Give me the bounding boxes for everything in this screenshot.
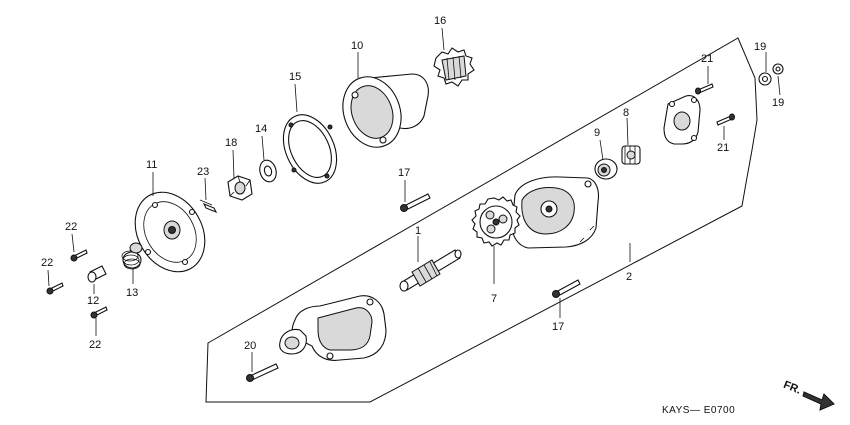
part-2-pump-body[interactable] — [511, 176, 600, 249]
callout-22-lower: 22 — [89, 339, 101, 351]
callout-16: 16 — [434, 15, 446, 27]
callout-19-upper: 19 — [754, 41, 766, 53]
callout-14: 14 — [255, 123, 267, 135]
callout-10: 10 — [351, 40, 363, 52]
callout-11: 11 — [146, 159, 157, 171]
part-13-spring[interactable] — [121, 242, 143, 270]
callout-7: 7 — [491, 293, 497, 305]
part-17-bolt-upper[interactable] — [400, 193, 431, 212]
part-19-washer-lower[interactable] — [772, 63, 784, 75]
callout-17-lower: 17 — [552, 321, 564, 333]
part-8-drive-gear[interactable] — [621, 145, 641, 165]
front-direction-label: FR. — [782, 379, 803, 397]
callout-19-lower: 19 — [772, 97, 784, 109]
part-18-nut[interactable] — [227, 175, 253, 201]
callout-labels: 1 2 7 8 9 10 11 12 13 14 15 16 17 17 18 … — [41, 15, 784, 352]
part-17-bolt-lower[interactable] — [552, 279, 581, 298]
callout-22-upper: 22 — [65, 221, 77, 233]
part-14-washer[interactable] — [257, 158, 278, 183]
drawing-code: KAYS— E0700 — [662, 405, 735, 416]
part-22-bolt-left[interactable] — [46, 282, 64, 295]
callout-15: 15 — [289, 71, 301, 83]
part-1-pump-shaft[interactable] — [399, 249, 462, 292]
callout-2: 2 — [626, 271, 632, 283]
callout-21-lower: 21 — [717, 142, 729, 154]
assembly-frame — [205, 37, 758, 403]
front-arrow-icon — [802, 391, 835, 411]
part-15-gasket[interactable] — [273, 106, 347, 192]
callout-23: 23 — [197, 166, 209, 178]
callout-20: 20 — [244, 340, 256, 352]
callout-8: 8 — [623, 107, 629, 119]
part-9-rotor[interactable] — [594, 158, 618, 180]
part-19-washer-upper[interactable] — [758, 72, 772, 86]
part-16-gear[interactable] — [433, 47, 475, 87]
part-11-front-cover[interactable] — [121, 180, 218, 285]
pump-end-plate[interactable] — [663, 95, 701, 145]
callout-9: 9 — [594, 127, 600, 139]
front-direction-indicator: FR. — [782, 379, 835, 411]
callout-17-upper: 17 — [398, 167, 410, 179]
callout-21-upper: 21 — [701, 53, 713, 65]
part-23-clip[interactable] — [199, 199, 218, 214]
part-21-screw-lower[interactable] — [716, 113, 735, 126]
part-22-bolt-upper[interactable] — [70, 249, 88, 262]
part-21-screw-upper[interactable] — [695, 83, 714, 95]
part-10-cover-housing[interactable] — [333, 69, 429, 156]
part-7-gear[interactable] — [471, 196, 521, 247]
leader-lines — [47, 27, 781, 372]
callout-13: 13 — [126, 287, 138, 299]
lower-pump-housing[interactable] — [279, 295, 387, 361]
callout-18: 18 — [225, 137, 237, 149]
callout-1: 1 — [415, 225, 421, 237]
callout-22-left: 22 — [41, 257, 53, 269]
part-22-bolt-lower[interactable] — [90, 306, 108, 319]
part-12-plug[interactable] — [87, 265, 107, 283]
callout-12: 12 — [87, 295, 99, 307]
part-20-bolt[interactable] — [246, 363, 279, 382]
